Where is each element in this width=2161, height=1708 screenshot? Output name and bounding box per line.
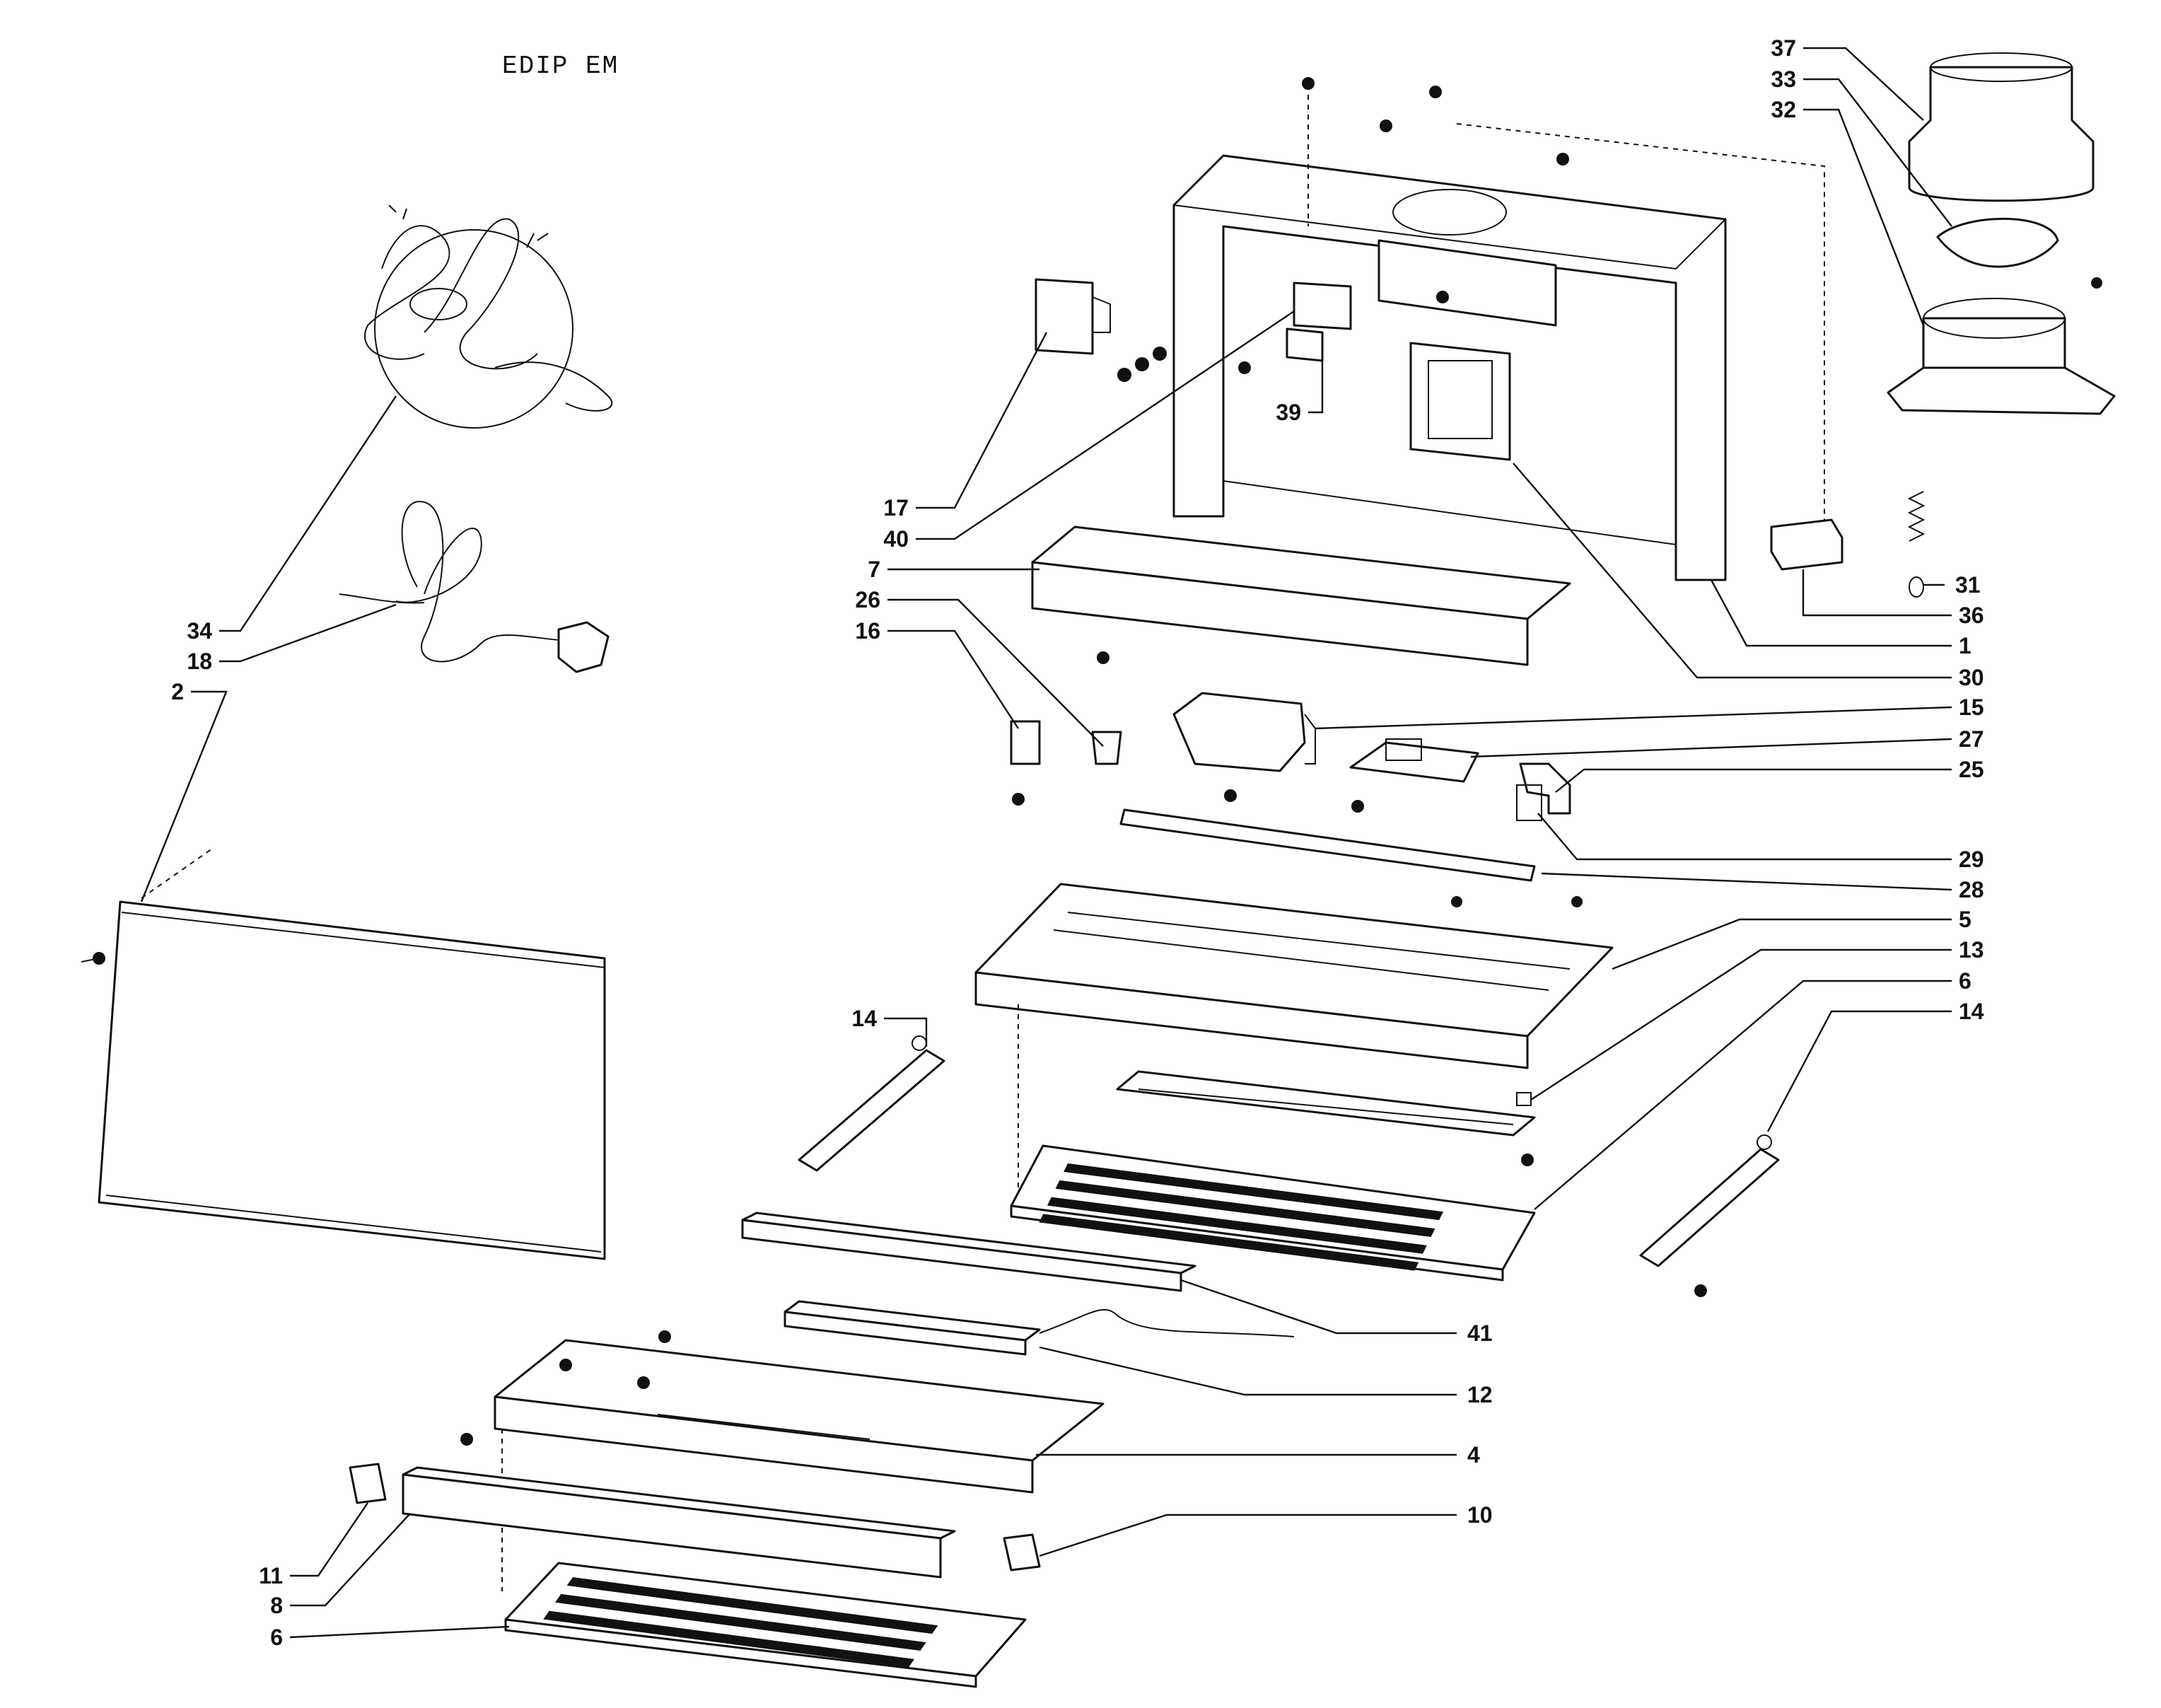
part-terminal-block xyxy=(1770,518,1843,571)
part-top-strip xyxy=(741,1212,1196,1292)
part-lamp-holder xyxy=(1091,731,1122,765)
part-end-cap-right xyxy=(1003,1533,1041,1572)
part-main-housing xyxy=(1172,85,1825,581)
callout-31: 31 xyxy=(1955,572,1981,598)
callout-1: 1 xyxy=(1959,633,1971,658)
part-front-strip xyxy=(1031,525,1571,666)
screw-markers xyxy=(1238,77,1569,374)
part-wiring-harness xyxy=(364,204,613,429)
callout-2: 2 xyxy=(171,679,184,704)
callout-5: 5 xyxy=(1959,907,1971,932)
part-backdraft-flap xyxy=(1936,217,2059,268)
callout-6-lower: 6 xyxy=(270,1625,283,1650)
part-slide-rail-right xyxy=(1639,1134,1780,1297)
callout-27: 27 xyxy=(1959,726,1984,752)
callout-17: 17 xyxy=(883,495,909,521)
callout-36: 36 xyxy=(1959,603,1984,628)
part-lamp-socket xyxy=(1516,762,1571,821)
part-slide-rail-left xyxy=(798,1035,945,1172)
callout-39: 39 xyxy=(1276,400,1301,425)
part-duct-reducer xyxy=(1908,52,2095,202)
callout-41: 41 xyxy=(1467,1320,1493,1346)
part-visor-profile xyxy=(402,1466,956,1579)
callout-12: 12 xyxy=(1467,1382,1493,1407)
callout-18: 18 xyxy=(187,649,212,674)
part-inner-frame xyxy=(974,883,1614,1202)
callout-25: 25 xyxy=(1959,757,1984,782)
callout-16: 16 xyxy=(855,618,880,644)
callout-6-upper: 6 xyxy=(1959,968,1971,994)
callout-37: 37 xyxy=(1771,35,1796,61)
part-switch-module xyxy=(1035,278,1111,355)
callout-4: 4 xyxy=(1467,1442,1480,1468)
part-slider-switch xyxy=(784,1300,1295,1356)
callout-14-left: 14 xyxy=(851,1006,877,1031)
callout-33: 33 xyxy=(1771,66,1796,92)
callout-34: 34 xyxy=(187,618,212,644)
part-fluorescent-tube xyxy=(1119,808,1536,882)
callout-28: 28 xyxy=(1959,877,1984,902)
callout-labels: 37 33 32 39 17 40 7 26 16 34 18 2 31 36 … xyxy=(171,35,1984,1650)
callout-10: 10 xyxy=(1467,1502,1493,1528)
callout-29: 29 xyxy=(1959,847,1984,872)
callout-14-right: 14 xyxy=(1959,999,1984,1024)
part-diffuser-frame xyxy=(1116,1070,1536,1166)
callout-15: 15 xyxy=(1959,695,1984,720)
part-end-cap-left xyxy=(349,1463,387,1504)
part-control-unit xyxy=(1172,692,1316,802)
callout-26: 26 xyxy=(855,587,880,612)
callout-32: 32 xyxy=(1771,97,1796,122)
part-grease-filter-lower xyxy=(504,1562,1027,1688)
callout-11: 11 xyxy=(259,1563,283,1588)
part-spring xyxy=(1907,491,1926,598)
part-light-switch xyxy=(1010,720,1041,806)
callout-30: 30 xyxy=(1959,665,1984,690)
part-ballast xyxy=(1349,738,1479,813)
part-back-panel xyxy=(81,848,606,1260)
part-motor xyxy=(1117,281,1352,382)
callout-8: 8 xyxy=(270,1593,283,1618)
callout-13: 13 xyxy=(1959,937,1984,963)
callout-40: 40 xyxy=(883,526,909,552)
diagram-title: EDIP EM xyxy=(502,52,619,81)
leader-lines xyxy=(140,47,1952,1639)
part-mains-cable xyxy=(339,501,610,673)
callout-7: 7 xyxy=(868,557,880,582)
part-grease-filter-upper xyxy=(1010,1144,1536,1282)
part-duct-collar xyxy=(1887,277,2116,415)
